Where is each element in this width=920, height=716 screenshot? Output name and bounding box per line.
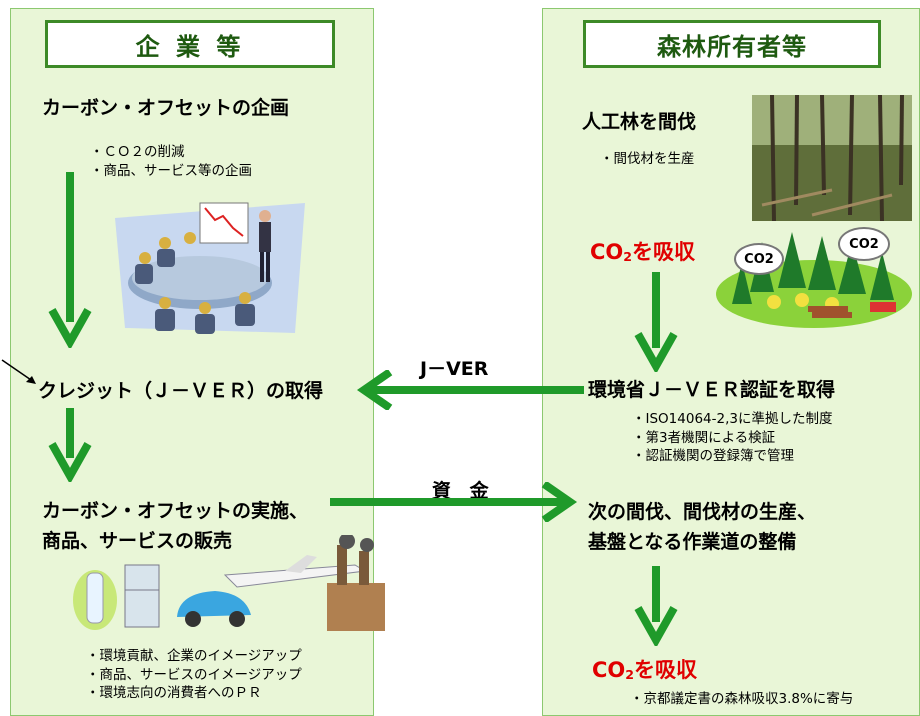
implement-heading-2: 商品、サービスの販売 (42, 530, 233, 552)
planning-bullet-co2: ＣＯ２の削減 (90, 143, 252, 162)
forest-illustration (716, 232, 912, 328)
products-illustration (73, 535, 385, 631)
cert-bullet-2: 第3者機関による検証 (632, 429, 832, 448)
co2-bubble-left: CO2 (734, 243, 784, 275)
down-arrow-right-1 (634, 272, 678, 372)
pointer-arrow (1, 359, 36, 384)
down-arrow-right-2 (634, 566, 678, 646)
kyoto-bullet: 京都議定書の森林吸収3.8%に寄与 (630, 690, 854, 709)
jver-arrow (356, 370, 584, 410)
meeting-illustration (115, 202, 305, 334)
down-arrow-left-2 (48, 408, 92, 482)
implement-heading-1: カーボン・オフセットの実施、 (42, 500, 309, 522)
credit-heading: クレジット（Ｊ－ＶＥＲ）の取得 (38, 380, 324, 402)
cert-bullet-3: 認証機関の登録簿で管理 (632, 447, 832, 466)
planning-heading: カーボン・オフセットの企画 (42, 97, 290, 119)
down-arrow-left-1 (48, 172, 92, 348)
cert-bullets: ISO14064-2,3に準拠した制度 第3者機関による検証 認証機関の登録簿で… (632, 410, 833, 466)
effect-bullet-3: 環境志向の消費者へのＰＲ (86, 684, 302, 703)
thinning-bullets: 間伐材を生産 (600, 150, 695, 169)
absorb-label-top: CO2を吸収 (590, 240, 696, 264)
forest-owner-title: 森林所有者等 (583, 20, 881, 68)
effect-bullets: 環境貢献、企業のイメージアップ 商品、サービスのイメージアップ 環境志向の消費者… (86, 647, 302, 703)
jver-label: J－VER (420, 358, 489, 380)
absorb-label-bottom: CO2を吸収 (592, 658, 698, 682)
company-title: 企 業 等 (45, 20, 335, 68)
next-heading-2: 基盤となる作業道の整備 (588, 531, 797, 553)
funds-label: 資 金 (432, 480, 495, 502)
forest-photo (752, 95, 912, 221)
funds-arrow (330, 482, 578, 522)
planning-bullet-product: 商品、サービス等の企画 (90, 162, 253, 181)
thinning-bullet: 間伐材を生産 (600, 150, 695, 169)
cert-bullet-1: ISO14064-2,3に準拠した制度 (632, 410, 833, 429)
thinning-heading: 人工林を間伐 (582, 111, 697, 133)
cert-heading: 環境省Ｊ－ＶＥＲ認証を取得 (588, 379, 836, 401)
effect-bullet-2: 商品、サービスのイメージアップ (86, 666, 302, 685)
next-heading-1: 次の間伐、間伐材の生産、 (588, 501, 817, 523)
co2-bubble-right: CO2 (838, 227, 890, 261)
planning-bullets: ＣＯ２の削減 商品、サービス等の企画 (90, 143, 253, 181)
effect-bullet-1: 環境貢献、企業のイメージアップ (86, 647, 302, 666)
